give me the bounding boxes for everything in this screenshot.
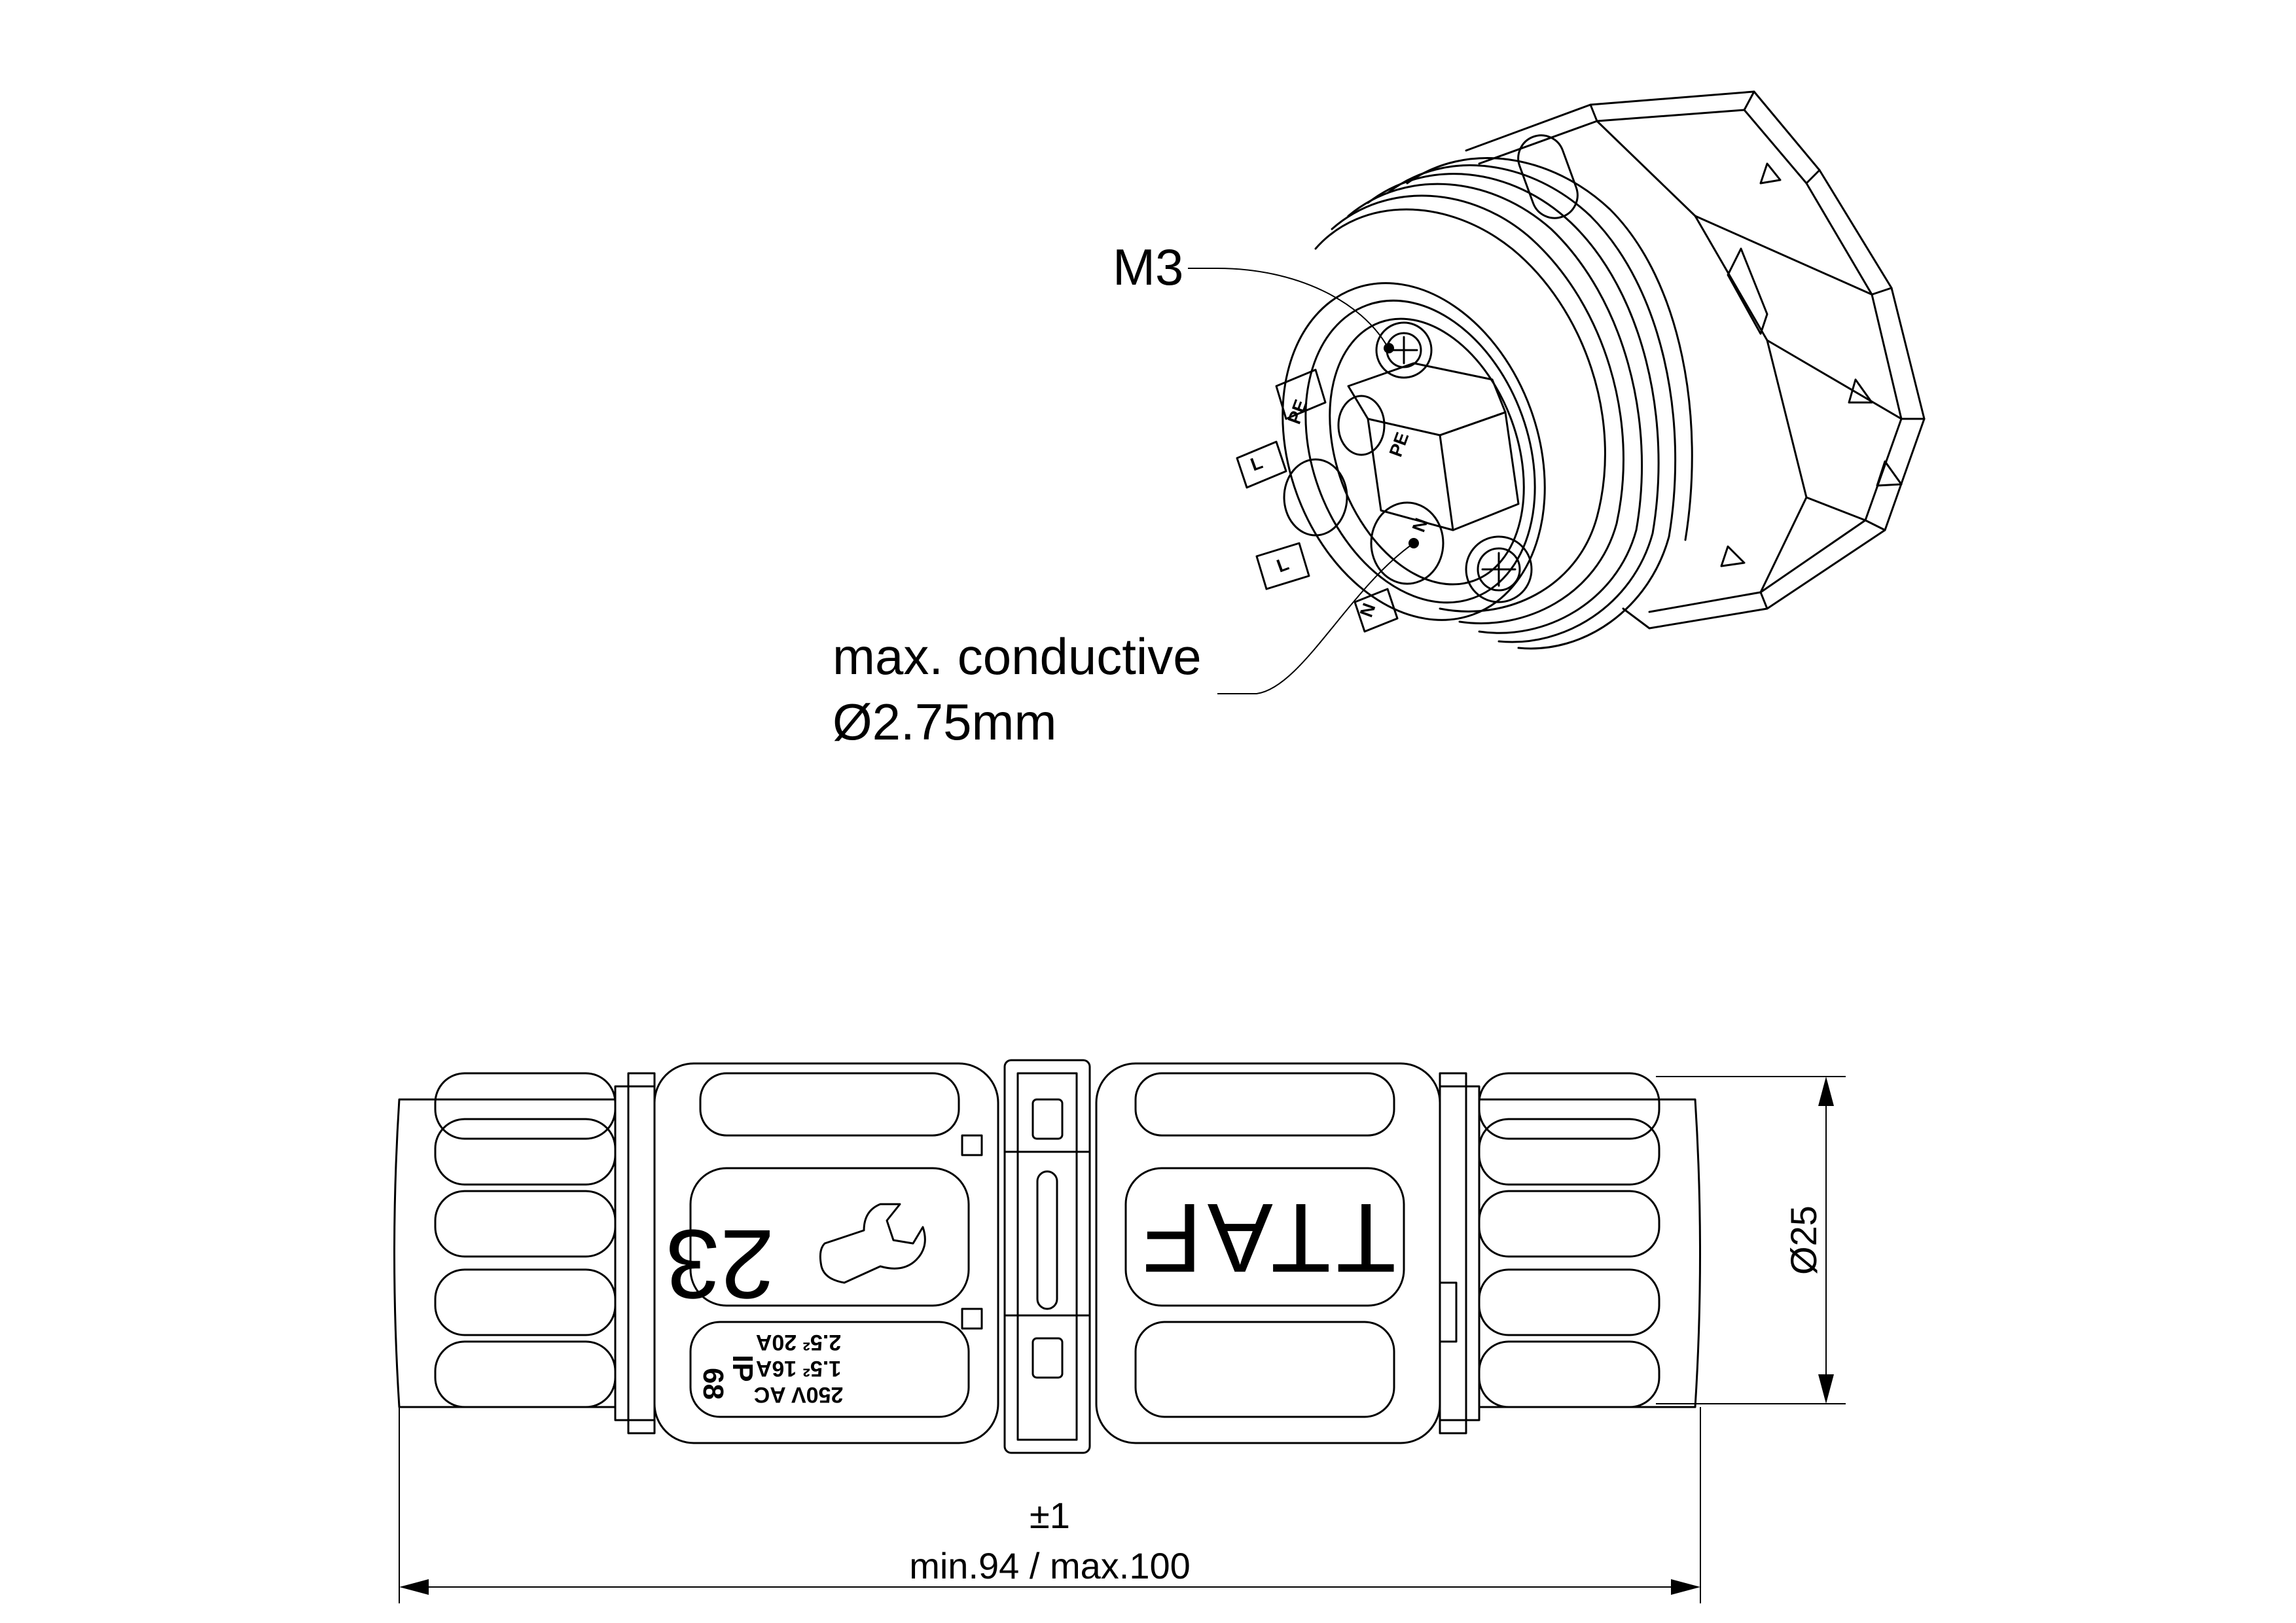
m3-leader-line (1188, 268, 1388, 348)
conductive-callout-line2: Ø2.75mm (833, 693, 1056, 751)
wrench-size-label: 23 (666, 1209, 775, 1319)
diameter-arrow-bottom (1818, 1374, 1834, 1404)
diameter-arrow-top (1818, 1077, 1834, 1106)
length-arrow-right (1671, 1579, 1700, 1595)
length-label: min.94 / max.100 (909, 1545, 1191, 1586)
rating-line1: 250V AC (754, 1382, 844, 1407)
dimensions: Ø25 ±1 min.94 / max.100 (399, 1076, 1846, 1603)
pin-mark-n-inner: N (1408, 515, 1432, 535)
pin-mark-pe-right: PE (1386, 429, 1413, 459)
conductive-callout-line1: max. conductive (833, 628, 1202, 685)
ip-label: IP (726, 1355, 759, 1382)
ip-code-label: 68 (697, 1368, 729, 1400)
conductive-leader-dot (1408, 538, 1419, 548)
diameter-extension-lines (1656, 1076, 1846, 1404)
length-arrow-left (399, 1579, 429, 1595)
pin-mark-l-top: L (1247, 452, 1265, 475)
wrench-icon (819, 1203, 926, 1284)
conductive-leader-line (1217, 543, 1414, 694)
rating-line3: 2.5² 20A (756, 1330, 841, 1355)
length-extension-lines (399, 1407, 1701, 1603)
tolerance-label: ±1 (1030, 1495, 1070, 1536)
diameter-label: Ø25 (1783, 1205, 1824, 1275)
isometric-connector-view: M3 max. conductive Ø2.75mm PE PE L L N N (833, 90, 1926, 751)
rating-line2: 1.5² 16A (756, 1356, 841, 1381)
pin-mark-l-bottom: L (1274, 554, 1291, 577)
m3-leader-dot (1384, 343, 1394, 353)
side-view-connector: 23 250V AC 1.5² 16A 2.5² 20A IP 68 TTAF (393, 1059, 1701, 1454)
brand-label: TTAF (1137, 1183, 1396, 1293)
m3-callout-label: M3 (1113, 238, 1183, 296)
